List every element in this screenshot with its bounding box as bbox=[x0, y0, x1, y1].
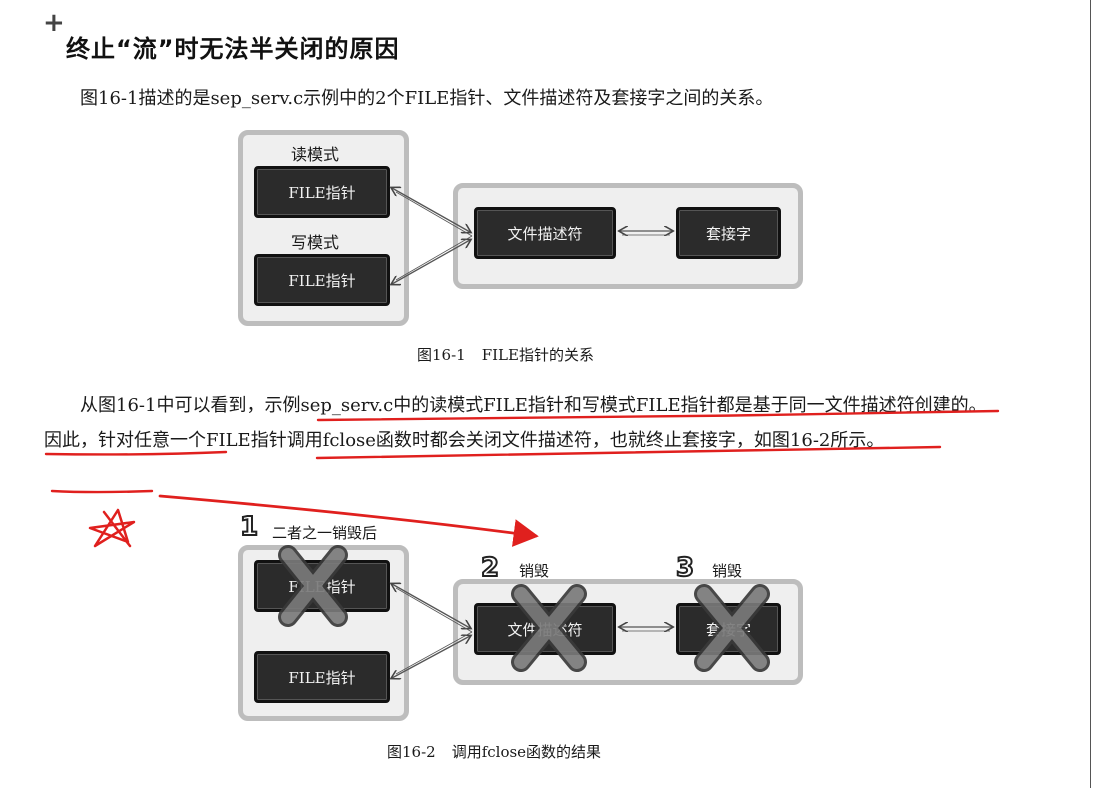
figure-16-2-caption: 图16-2 调用fclose函数的结果 bbox=[387, 741, 601, 762]
text-span: 从图16-1中可以看到， bbox=[80, 395, 265, 416]
step-3-badge: 3 bbox=[675, 553, 695, 583]
text-span: ，如图16-2所示。 bbox=[735, 430, 885, 451]
read-mode-label: 读模式 bbox=[291, 145, 340, 164]
step-1-label: 二者之一销毁后 bbox=[272, 524, 378, 542]
section-heading: 终止“流”时无法半关闭的原因 bbox=[66, 35, 400, 63]
caption-text: 调用fclose函数的结果 bbox=[451, 743, 602, 761]
red-star-scribble-icon bbox=[88, 508, 136, 548]
file-pointer-bottom-box: FILE指针 bbox=[254, 651, 390, 703]
file-pointer-write-box: FILE指针 bbox=[254, 254, 390, 306]
file-descriptor-box-2: 文件描述符 bbox=[474, 603, 616, 655]
write-mode-label: 写模式 bbox=[291, 233, 340, 252]
socket-box-2: 套接字 bbox=[676, 603, 781, 655]
underlined-span-3: 终止套接字 bbox=[645, 430, 736, 451]
figure-16-1-caption: 图16-1 FILE指针的关系 bbox=[417, 344, 594, 365]
underline-mark bbox=[50, 489, 154, 494]
file-pointer-top-box: FILE指针 bbox=[254, 560, 390, 612]
plus-icon: + bbox=[43, 8, 65, 38]
step-2-badge: 2 bbox=[480, 553, 500, 583]
caption-number: 图16-2 bbox=[387, 743, 436, 761]
file-pointer-read-box: FILE指针 bbox=[254, 166, 390, 218]
caption-number: 图16-1 bbox=[417, 346, 466, 364]
socket-box: 套接字 bbox=[676, 207, 781, 259]
caption-text: FILE指针的关系 bbox=[481, 346, 594, 364]
page-edge-line bbox=[1090, 0, 1091, 788]
step-1-badge: 1 bbox=[239, 512, 259, 542]
paragraph-explanation: 从图16-1中可以看到，示例sep_serv.c中的读模式FILE指针和写模式F… bbox=[44, 388, 1004, 458]
step-3-label: 销毁 bbox=[712, 562, 743, 580]
underlined-span-1: 示例sep_serv.c中的读模式FILE指针和写模式FILE指针都是基于同一文… bbox=[264, 395, 969, 416]
underlined-span-2: 针对任意一个FILE指针调用fclose函数时都会关闭文件描述符 bbox=[98, 430, 592, 451]
paragraph-intro: 图16-1描述的是sep_serv.c示例中的2个FILE指针、文件描述符及套接… bbox=[80, 88, 774, 109]
text-span: ，也就 bbox=[591, 430, 646, 451]
file-descriptor-box: 文件描述符 bbox=[474, 207, 616, 259]
step-2-label: 销毁 bbox=[519, 562, 550, 580]
